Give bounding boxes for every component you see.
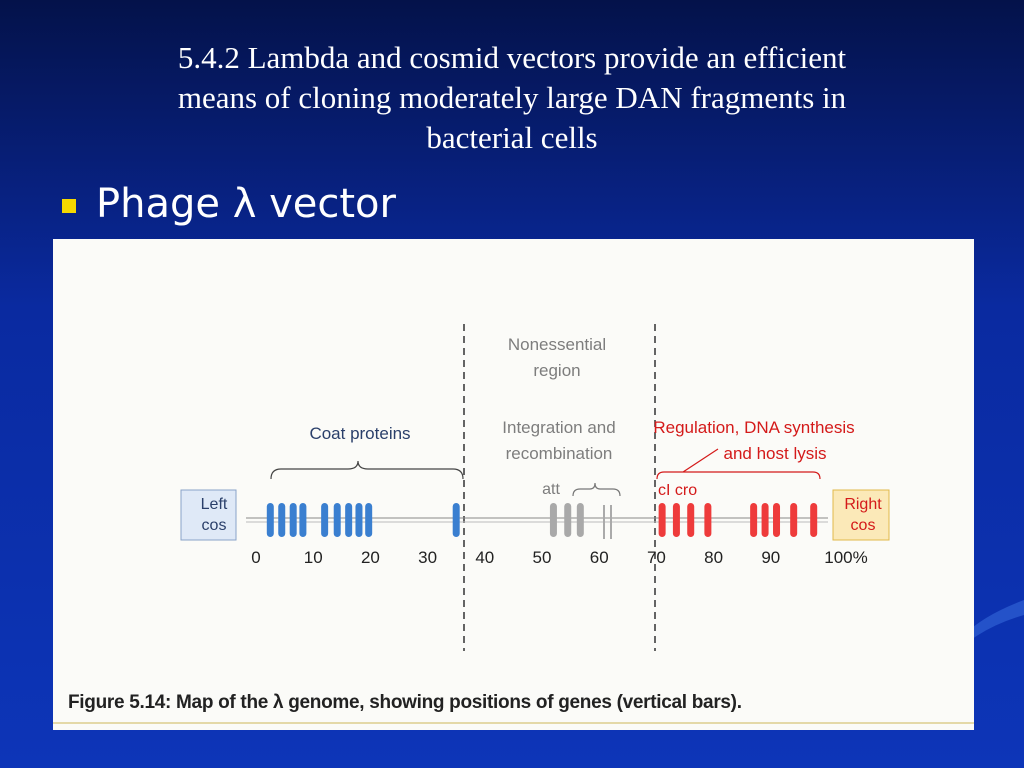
coat-gene-bar bbox=[278, 503, 286, 537]
nonessential-label-2: region bbox=[533, 361, 580, 380]
left-cos-label-2: cos bbox=[202, 517, 227, 534]
regulation-gene-bar bbox=[773, 503, 781, 537]
axis-tick-label: 100% bbox=[824, 548, 867, 567]
bullet-text: Phage λ vector bbox=[96, 181, 396, 227]
regulation-gene-bar bbox=[704, 503, 712, 537]
right-cos-label-2: cos bbox=[851, 517, 876, 534]
genome-map: Left cos Right cos Coat proteins Nonesse… bbox=[53, 324, 974, 724]
title-line-2: means of cloning moderately large DAN fr… bbox=[177, 80, 847, 115]
integration-label-2: recombination bbox=[506, 444, 613, 463]
slide-title: 5.4.2 Lambda and cosmid vectors provide … bbox=[40, 38, 984, 158]
coat-proteins-label: Coat proteins bbox=[309, 424, 410, 443]
bullet-square-icon bbox=[62, 199, 76, 213]
regulation-gene-bar bbox=[761, 503, 769, 537]
axis-tick-label: 80 bbox=[704, 548, 723, 567]
regulation-label-2: and host lysis bbox=[724, 444, 827, 463]
coat-gene-bar bbox=[299, 503, 307, 537]
integration-bracket bbox=[572, 482, 621, 497]
left-cos-label-1: Left bbox=[201, 496, 228, 513]
integration-gene-bar bbox=[576, 503, 584, 537]
left-cos-box: Left cos bbox=[180, 489, 237, 541]
axis-tick-label: 20 bbox=[361, 548, 380, 567]
regulation-bracket bbox=[656, 448, 821, 480]
regulation-gene-bar bbox=[790, 503, 798, 537]
coat-gene-bar bbox=[266, 503, 274, 537]
title-line-1: 5.4.2 Lambda and cosmid vectors provide … bbox=[177, 40, 847, 75]
integration-label-1: Integration and bbox=[502, 418, 615, 437]
regulation-gene-bar bbox=[658, 503, 666, 537]
title-line-3: bacterial cells bbox=[426, 120, 598, 155]
axis-tick-label: 50 bbox=[533, 548, 552, 567]
coat-gene-bar bbox=[345, 503, 353, 537]
axis-tick-label: 30 bbox=[418, 548, 437, 567]
right-cos-label-1: Right bbox=[844, 496, 882, 513]
axis-tick-label: 70 bbox=[647, 548, 666, 567]
integration-gene-bar bbox=[564, 503, 572, 537]
axis-tick-label: 0 bbox=[251, 548, 260, 567]
decorative-swoosh bbox=[964, 600, 1024, 645]
gene-bars bbox=[266, 503, 818, 537]
axis-tick-label: 90 bbox=[761, 548, 780, 567]
coat-gene-bar bbox=[452, 503, 460, 537]
bullet-item: Phage λ vector bbox=[62, 178, 396, 230]
regulation-gene-bar bbox=[672, 503, 680, 537]
regulation-gene-bar bbox=[687, 503, 695, 537]
coat-proteins-bracket bbox=[270, 460, 464, 480]
coat-gene-bar bbox=[333, 503, 341, 537]
coat-gene-bar bbox=[355, 503, 363, 537]
regulation-gene-bar bbox=[810, 503, 818, 537]
att-label: att bbox=[542, 481, 560, 498]
lambda-genome-figure: Left cos Right cos Coat proteins Nonesse… bbox=[53, 239, 974, 730]
right-cos-box: Right cos bbox=[832, 489, 890, 541]
axis-tick-label: 40 bbox=[475, 548, 494, 567]
coat-gene-bar bbox=[289, 503, 297, 537]
figure-caption: Figure 5.14: Map of the λ genome, showin… bbox=[68, 692, 742, 713]
ci-cro-label: cI cro bbox=[658, 482, 697, 499]
position-axis: 0 10 20 30 40 50 60 70 80 90 100% bbox=[251, 548, 867, 567]
regulation-gene-bar bbox=[750, 503, 758, 537]
coat-gene-bar bbox=[321, 503, 329, 537]
regulation-label-1: Regulation, DNA synthesis bbox=[653, 418, 854, 437]
axis-tick-label: 60 bbox=[590, 548, 609, 567]
axis-tick-label: 10 bbox=[304, 548, 323, 567]
nonessential-label-1: Nonessential bbox=[508, 335, 606, 354]
coat-gene-bar bbox=[365, 503, 373, 537]
integration-gene-bar bbox=[549, 503, 557, 537]
